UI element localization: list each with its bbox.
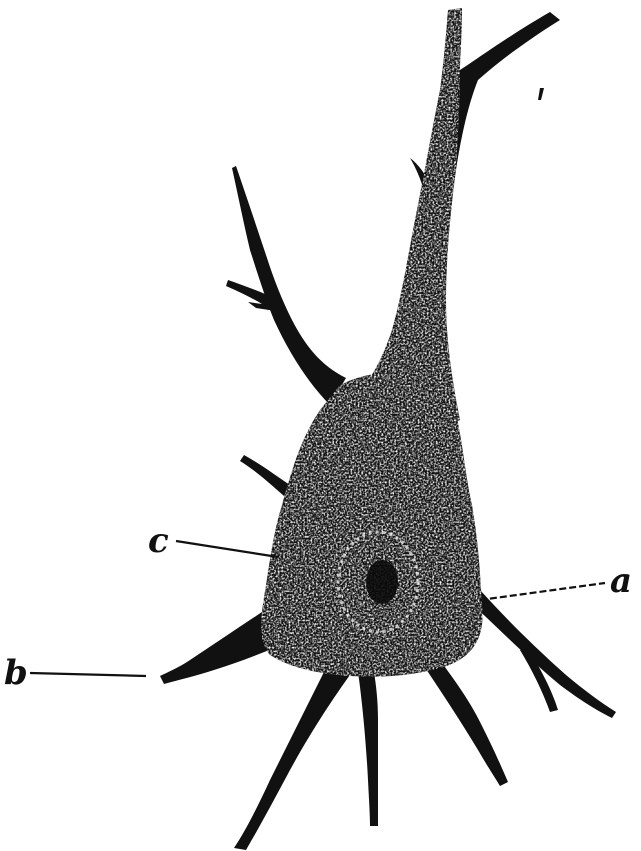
left-upper-dendrite bbox=[232, 166, 346, 405]
lower-middle-process bbox=[358, 672, 378, 826]
leader-line-c bbox=[176, 541, 278, 557]
leader-line-b bbox=[30, 673, 146, 676]
leader-line-a bbox=[480, 583, 605, 600]
left-mid-spine bbox=[240, 455, 290, 496]
label-b: b bbox=[4, 653, 28, 693]
lower-right-process bbox=[420, 660, 508, 786]
label-c: c bbox=[148, 521, 169, 561]
label-a: a bbox=[610, 561, 632, 601]
lower-left-long-process bbox=[234, 660, 352, 850]
far-right-process bbox=[468, 590, 616, 718]
stray-mark bbox=[538, 88, 544, 100]
nucleolus bbox=[366, 560, 398, 604]
neuron-cell bbox=[160, 8, 616, 850]
